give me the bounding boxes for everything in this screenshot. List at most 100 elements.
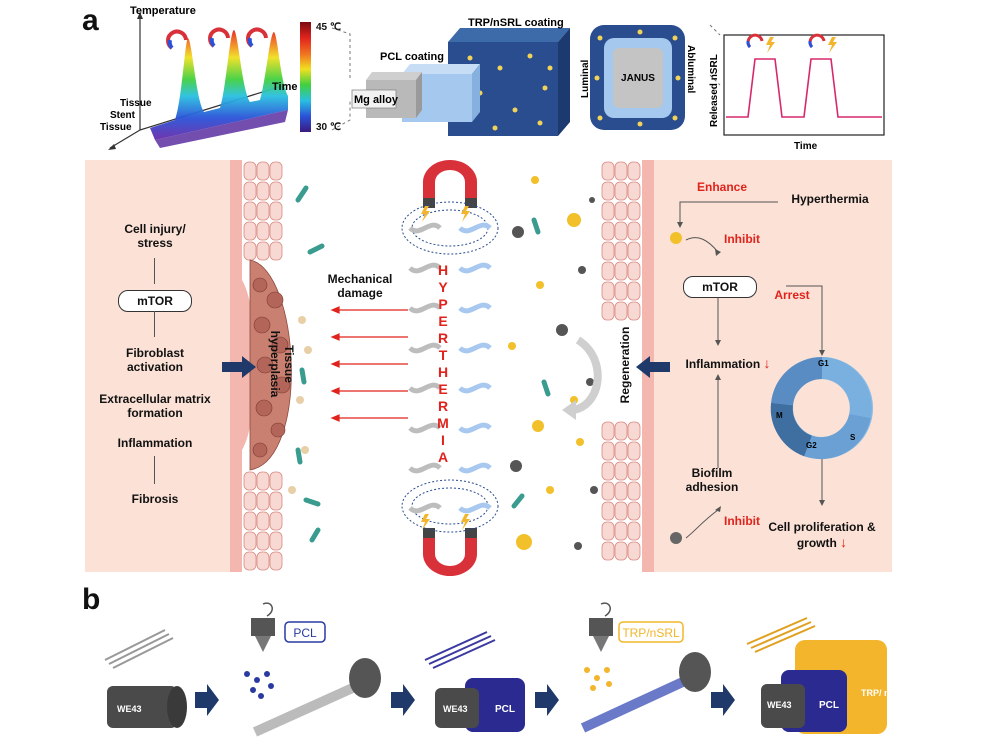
step-cell-injury: Cell injury/ stress xyxy=(124,222,186,250)
we43-block-icon xyxy=(107,686,187,728)
pathway-arrows xyxy=(670,201,825,544)
stent-strut: TRP/nSRL coating PCL coating Mg alloy xyxy=(351,18,570,136)
colorbar xyxy=(300,22,311,132)
lightning-icon xyxy=(766,37,775,53)
heat-x-axis: Time xyxy=(272,81,297,93)
trp-stent-icon xyxy=(746,617,816,653)
stent-hyperthermia xyxy=(401,160,499,576)
magnet-icon xyxy=(808,33,826,49)
s-label: S xyxy=(850,433,856,442)
lightning-icon xyxy=(828,37,837,53)
pcl-layer-5: PCL xyxy=(819,700,839,711)
mtor-node-left: mTOR xyxy=(118,290,192,312)
pcl-stent-icon xyxy=(424,631,496,669)
abluminal-label: Abluminal xyxy=(685,45,696,94)
colorbar-max: 45 ℃ xyxy=(316,22,342,33)
arrow-icon xyxy=(154,456,155,484)
magnet-icon xyxy=(246,27,268,48)
stent-core-label: Mg alloy xyxy=(354,94,399,106)
depth-label-1: Tissue xyxy=(120,98,152,109)
hyperthermia-m: M xyxy=(437,415,449,431)
inflammation-right-label: Inflammation ↓ xyxy=(668,355,788,371)
panel-b-label: b xyxy=(82,583,101,616)
we43-core-3: WE43 xyxy=(443,704,468,714)
inhibit-top-label: Inhibit xyxy=(724,232,760,246)
fabrication-steps: PCL WE43 PCL TRP/nSRL WE43 PCL TRP/ nSRL… xyxy=(104,602,895,737)
inhibit-bottom-label: Inhibit xyxy=(724,514,760,528)
mtor-node-right: mTOR xyxy=(683,276,757,298)
released-particles xyxy=(508,176,602,550)
proliferation-label: Cell proliferation & growth ↓ xyxy=(762,520,882,550)
magnet-top-icon xyxy=(423,160,477,208)
we43-core-5: WE43 xyxy=(767,700,792,710)
pcl-tag: PCL xyxy=(293,626,317,640)
g1-label: G1 xyxy=(818,359,829,368)
magnet-icon xyxy=(208,27,230,48)
depth-label-2: Stent xyxy=(110,110,136,121)
damage-arrows xyxy=(330,306,408,422)
hyperthermia-e2: E xyxy=(438,381,448,397)
mechanical-damage-label: Mechanical damage xyxy=(327,272,393,300)
stent-middle-label: PCL coating xyxy=(380,51,444,63)
hyperthermia-r1: R xyxy=(437,330,449,346)
hyperthermia-e1: E xyxy=(438,313,448,329)
pcl-layer-3: PCL xyxy=(495,704,515,715)
depth-label-3: Tissue xyxy=(100,122,132,133)
trp-layer-5: TRP/ nSRL xyxy=(861,688,895,698)
arrow-icon xyxy=(154,258,155,284)
panel-a-label: a xyxy=(82,4,99,37)
bare-stent-icon xyxy=(104,629,174,669)
magnet-icon xyxy=(166,29,188,50)
arrow-icon xyxy=(636,356,670,378)
left-vessel-wall xyxy=(230,160,325,572)
connector-dashes xyxy=(331,27,351,131)
stent-outer-label: TRP/nSRL coating xyxy=(468,18,564,29)
hyperthermia-a: A xyxy=(437,449,449,465)
hyperthermia-t: T xyxy=(438,347,448,363)
release-y-axis: Released nSRL xyxy=(709,54,720,127)
step-fibroblast: Fibroblast activation xyxy=(125,346,184,374)
regeneration-label: Regeneration xyxy=(618,326,632,404)
release-plot: Released nSRL Time xyxy=(709,24,885,152)
hyperthermia-i: I xyxy=(441,432,445,448)
trp-tag: TRP/nSRL xyxy=(622,626,680,640)
heat-y-axis: Temperature xyxy=(130,5,196,17)
colorbar-min: 30 ℃ xyxy=(316,122,342,133)
hyperthermia-y: Y xyxy=(438,279,448,295)
arrow-icon xyxy=(391,684,415,716)
m-label: M xyxy=(776,411,783,420)
down-arrow-icon: ↓ xyxy=(763,355,771,371)
enhance-label: Enhance xyxy=(696,180,747,194)
g2-label: G2 xyxy=(806,441,817,450)
step-ecm: Extracellular matrix formation xyxy=(99,392,211,420)
electrospray-nozzle-icon xyxy=(589,602,613,652)
hyperthermia-label: Hyperthermia xyxy=(791,192,869,206)
electrospray-nozzle-icon xyxy=(251,602,275,652)
arrow-icon xyxy=(154,311,155,337)
proliferation-text: Cell proliferation & growth xyxy=(768,520,876,550)
arrow-icon xyxy=(535,684,559,716)
hyperthermia-p: P xyxy=(438,296,448,312)
cell-cycle-ring: G1 S G2 M xyxy=(770,356,873,460)
right-pathway-panel xyxy=(650,160,892,572)
magnet-icon xyxy=(746,33,764,49)
magnet-bottom-icon xyxy=(423,528,477,576)
arrest-label: Arrest xyxy=(774,288,810,302)
luminal-label: Luminal xyxy=(580,59,591,98)
release-x-axis: Time xyxy=(794,141,818,152)
hyperthermia-r2: R xyxy=(437,398,449,414)
down-arrow-icon: ↓ xyxy=(840,534,848,550)
heat-plot: Temperature Time Tissue Stent Tissue xyxy=(100,5,297,150)
inflammation-text: Inflammation xyxy=(685,357,761,371)
hyperthermia-h1: H xyxy=(437,262,449,278)
step-inflammation: Inflammation xyxy=(117,436,193,450)
arrow-icon xyxy=(711,684,735,716)
tissue-hyperplasia-label: Tissue hyperplasia xyxy=(268,330,296,398)
step-fibrosis: Fibrosis xyxy=(131,492,179,506)
biofilm-label: Biofilm adhesion xyxy=(685,466,739,494)
arrow-icon xyxy=(222,356,256,378)
left-pathway-panel xyxy=(85,160,235,572)
we43-block-1: WE43 xyxy=(117,704,142,714)
janus-label: JANUS xyxy=(621,73,655,84)
janus-cross-section: JANUS Luminal Abluminal xyxy=(580,25,696,130)
